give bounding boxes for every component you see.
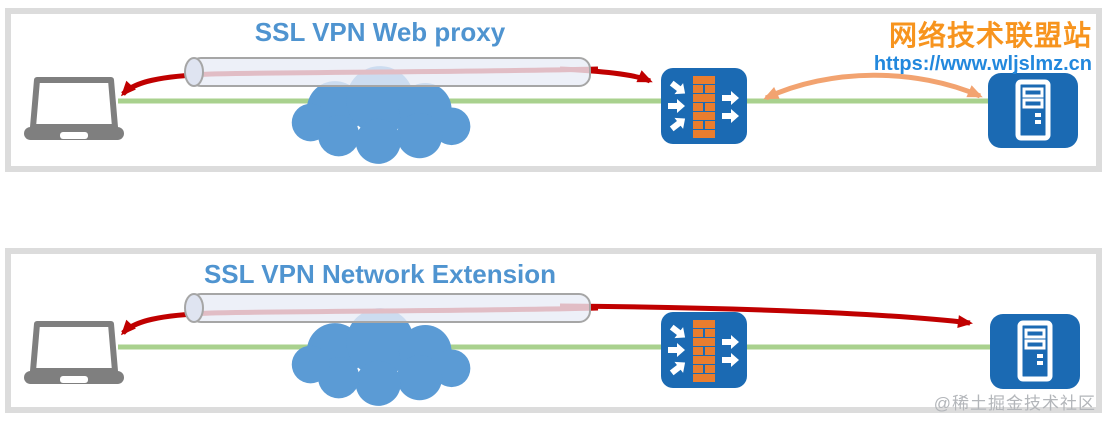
network-extension-panel xyxy=(5,248,1102,413)
vpn-tunnel-pipe xyxy=(184,57,591,87)
web-proxy-diagram xyxy=(24,57,1078,164)
web-proxy-title: SSL VPN Web proxy xyxy=(254,17,506,47)
ssl-tunnel-traffic-arrow-to-server xyxy=(559,303,973,328)
proxied-traffic-arrow xyxy=(763,72,983,101)
firewall-icon xyxy=(661,312,747,388)
network-extension-title: SSL VPN Network Extension xyxy=(203,259,557,289)
brand-site-name: 网络技术联盟站 xyxy=(888,20,1092,51)
network-extension-diagram xyxy=(24,293,1080,406)
server-icon xyxy=(988,73,1078,148)
server-icon xyxy=(990,314,1080,389)
firewall-icon xyxy=(661,68,747,144)
brand-site-url: https://www.wljslmz.cn xyxy=(873,53,1092,75)
laptop-icon xyxy=(24,80,124,140)
community-watermark: @稀土掘金技术社区 xyxy=(933,394,1096,413)
vpn-tunnel-pipe xyxy=(184,293,591,323)
laptop-icon xyxy=(24,324,124,384)
